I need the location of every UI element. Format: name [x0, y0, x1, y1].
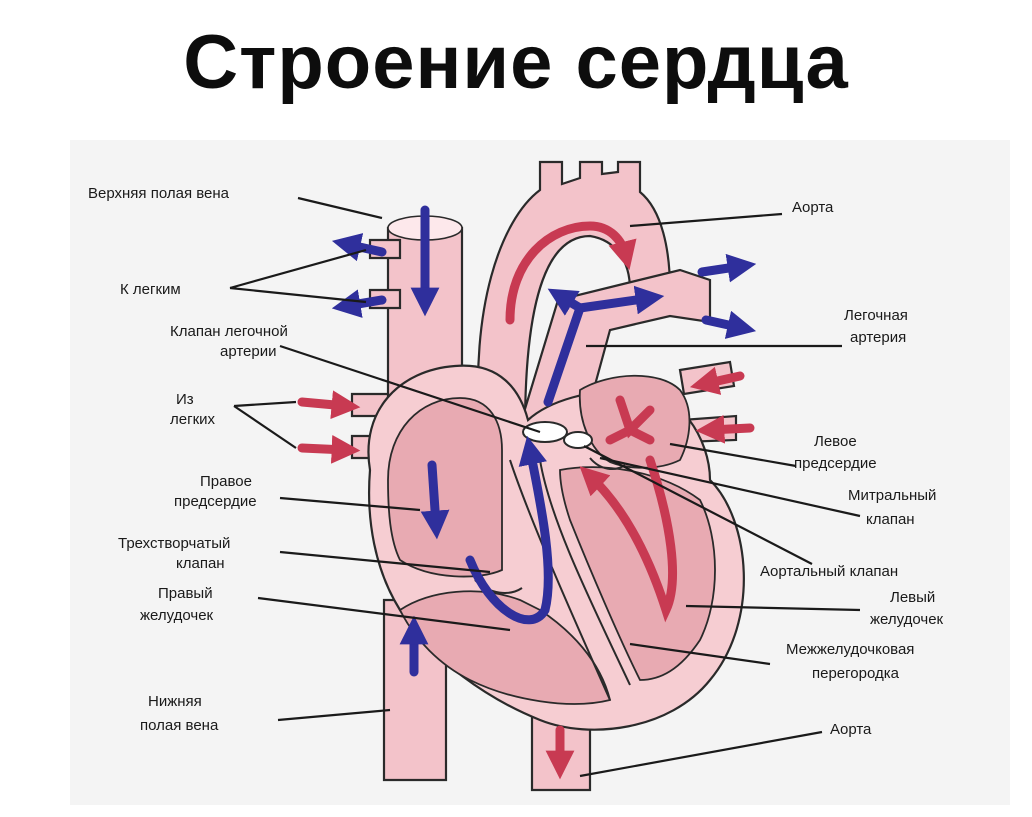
leader-from-lungs [233, 400, 297, 449]
leader-right-atrium [279, 496, 421, 512]
leader-pulmonary-valve [279, 344, 541, 434]
pulmonary-valve [522, 421, 568, 443]
leader-left-ventricle [685, 604, 861, 612]
blue-arrow-to-lungs-1 [331, 233, 387, 262]
leader-to-lungs [229, 248, 367, 304]
label-pulmonary-artery-2: артерия [850, 329, 906, 346]
label-right-ventricle-2: желудочек [140, 607, 214, 624]
leader-ivc [277, 708, 391, 722]
heart-diagram-svg: Верхняя полая вена К легким Клапан легоч… [88, 160, 944, 792]
label-left-atrium-1: Левое [814, 433, 857, 450]
label-right-atrium-2: предсердие [174, 493, 257, 510]
septum-wall [539, 459, 631, 686]
blue-arrow-right-atrium [420, 460, 450, 540]
label-from-lungs-2: легких [170, 411, 216, 428]
blue-arrow-right-ventricle [465, 435, 553, 625]
right-atrium [387, 397, 503, 578]
heart-diagram: Верхняя полая вена К легким Клапан легоч… [70, 140, 1010, 805]
label-left-atrium-2: предсердие [794, 455, 877, 472]
label-right-ventricle-1: Правый [158, 585, 213, 602]
label-to-lungs: К легким [120, 281, 181, 298]
label-mitral-1: Митральный [848, 487, 936, 504]
left-ventricle [559, 466, 716, 681]
leader-right-ventricle [257, 596, 511, 632]
leader-svc [297, 196, 383, 220]
label-aorta-bottom: Аорта [830, 721, 872, 738]
label-pulmonary-valve-1: Клапан легочной [170, 323, 288, 340]
red-arrow-left-atrium [605, 395, 655, 445]
label-septum-1: Межжелудочковая [786, 641, 914, 658]
red-arrow-left-ventricle [579, 455, 678, 623]
red-arrow-from-lungs-2 [297, 434, 361, 464]
leader-aortic-valve [583, 445, 813, 565]
leader-tricuspid [279, 550, 491, 574]
label-superior-vena-cava: Верхняя полая вена [88, 185, 230, 202]
label-from-lungs-1: Из [176, 391, 194, 408]
leader-mitral [599, 456, 861, 518]
blue-arrow-pulmonary-trunk [543, 303, 585, 407]
label-ivc-1: Нижняя [148, 693, 202, 710]
blue-arrow-to-lungs-2 [331, 289, 387, 318]
label-tricuspid-2: клапан [176, 555, 225, 572]
page-title: Строение сердца [183, 20, 849, 105]
leader-septum [629, 642, 771, 666]
label-left-ventricle-1: Левый [890, 589, 935, 606]
leader-aorta-top [629, 212, 783, 228]
aortic-arch [476, 160, 672, 432]
red-arrow-from-lungs-1 [297, 390, 361, 420]
leader-left-atrium [669, 442, 797, 468]
blue-arrow-to-lungs-4 [701, 310, 757, 339]
label-tricuspid-1: Трехстворчатый [118, 535, 230, 552]
label-pulmonary-artery-1: Легочная [844, 307, 908, 324]
label-aorta-top: Аорта [792, 199, 834, 216]
blue-arrow-pulmonary-right [575, 285, 665, 315]
blue-arrow-pulmonary-left [547, 288, 585, 316]
label-ivc-2: полая вена [140, 717, 219, 734]
label-aortic-valve: Аортальный клапан [760, 563, 898, 580]
red-arrow-from-lungs-4 [695, 414, 755, 444]
label-pulmonary-valve-2: артерии [220, 343, 277, 360]
red-arrow-from-lungs-3 [689, 366, 745, 395]
label-left-ventricle-2: желудочек [870, 611, 944, 628]
red-arrow-aortic-arch [505, 221, 637, 325]
label-mitral-2: клапан [866, 511, 915, 528]
blue-arrow-to-lungs-3 [697, 253, 757, 283]
leader-aorta-bottom [579, 730, 823, 778]
label-septum-2: перегородка [812, 665, 900, 682]
label-right-atrium-1: Правое [200, 473, 252, 490]
aortic-valve [563, 431, 593, 449]
